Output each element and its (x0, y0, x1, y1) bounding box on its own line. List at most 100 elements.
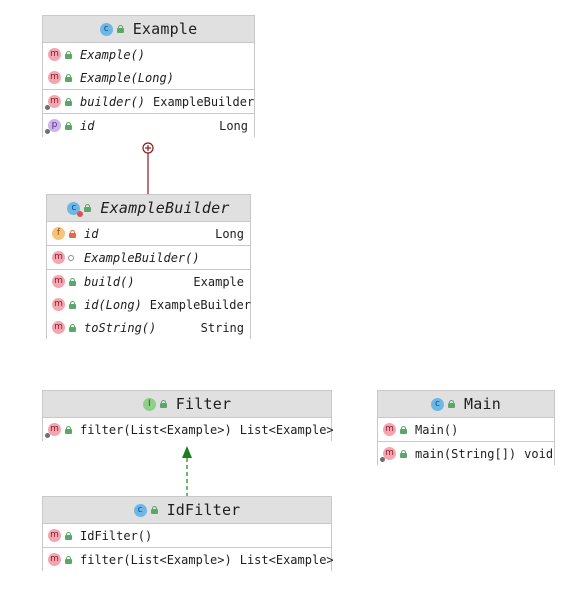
member-row[interactable]: m ExampleBuilder() (47, 246, 250, 269)
class-title: IdFilter (166, 501, 241, 519)
private-lock-icon (68, 229, 77, 238)
public-lock-icon (83, 204, 92, 212)
public-lock-icon (159, 400, 168, 408)
class-title: Main (464, 395, 501, 413)
class-main[interactable]: c Main m Main() m main(String[]) void (377, 390, 555, 465)
public-lock-icon (64, 50, 73, 59)
member-type: Long (215, 226, 244, 241)
member-name: id(Long) (84, 297, 142, 312)
member-row[interactable]: m Main() (378, 418, 554, 441)
member-row[interactable]: p id Long (43, 114, 254, 137)
class-header: c Example (43, 15, 254, 43)
member-type: ExampleBuilder (153, 94, 255, 109)
class-title: Filter (175, 395, 232, 413)
public-lock-icon (68, 277, 77, 286)
method-icon: m (48, 48, 61, 61)
member-type: List<Example> (239, 422, 334, 437)
methods-section: m filter(List<Example>) List<Example> (43, 418, 334, 441)
constructors-section: m Example() m Example(Long) (43, 43, 254, 90)
member-name: id (84, 226, 99, 241)
member-type: Example (193, 274, 244, 289)
member-row[interactable]: m toString() String (47, 316, 250, 339)
member-row[interactable]: m builder() ExampleBuilder (43, 90, 254, 113)
method-icon: m (48, 71, 61, 84)
member-name: main(String[]) (415, 446, 517, 461)
class-header: I Filter (43, 390, 331, 418)
member-name: Main() (415, 422, 459, 437)
property-icon: p (45, 119, 61, 134)
interface-icon: I (142, 397, 156, 411)
constructors-section: m IdFilter() (43, 524, 331, 548)
runnable-class-icon: c (431, 397, 445, 411)
member-type: String (200, 320, 244, 335)
class-idfilter[interactable]: c IdFilter m IdFilter() m filter(List<Ex… (42, 496, 334, 571)
member-row[interactable]: m filter(List<Example>) List<Example> (43, 418, 334, 441)
abstract-method-icon: m (45, 423, 61, 438)
method-icon: m (48, 529, 61, 542)
public-lock-icon (64, 97, 73, 106)
member-row[interactable]: f id Long (47, 222, 250, 245)
class-title: ExampleBuilder (100, 199, 230, 217)
method-icon: m (52, 251, 65, 264)
member-row[interactable]: m Example(Long) (43, 66, 254, 89)
public-lock-icon (64, 121, 73, 130)
method-icon: m (52, 321, 65, 334)
constructors-section: m ExampleBuilder() (47, 246, 250, 270)
member-name: id (80, 118, 95, 133)
method-icon: m (52, 275, 65, 288)
static-class-icon: c (67, 201, 84, 217)
method-icon: m (383, 423, 396, 436)
class-icon: c (99, 22, 113, 36)
class-icon: c (133, 503, 147, 517)
member-type: void (524, 446, 554, 461)
member-name: Example() (80, 47, 146, 62)
constructors-section: m Main() (378, 418, 554, 442)
member-row[interactable]: m IdFilter() (43, 524, 331, 547)
class-title: Example (132, 20, 198, 38)
method-icon: m (52, 298, 65, 311)
public-lock-icon (447, 400, 456, 408)
member-row[interactable]: m main(String[]) void (378, 442, 554, 465)
class-header: c ExampleBuilder (47, 194, 250, 222)
methods-section: m filter(List<Example>) List<Example> (43, 548, 334, 571)
member-name: toString() (84, 320, 157, 335)
member-name: builder() (80, 94, 146, 109)
interface-filter[interactable]: I Filter m filter(List<Example>) List<Ex… (42, 390, 334, 441)
public-lock-icon (399, 425, 408, 434)
class-header: c IdFilter (43, 496, 331, 524)
class-example[interactable]: c Example m Example() m Example(Long) m … (42, 15, 255, 137)
member-row[interactable]: m filter(List<Example>) List<Example> (43, 548, 334, 571)
member-row[interactable]: m id(Long) ExampleBuilder (47, 293, 251, 316)
static-method-icon: m (45, 95, 61, 110)
public-lock-icon (64, 73, 73, 82)
member-name: build() (84, 274, 135, 289)
member-row[interactable]: m build() Example (47, 270, 250, 293)
public-lock-icon (68, 323, 77, 332)
inner-class-connector (142, 142, 154, 194)
member-name: ExampleBuilder() (84, 250, 200, 265)
realization-arrow (182, 446, 192, 496)
class-example-builder[interactable]: c ExampleBuilder f id Long m ExampleBuil… (46, 194, 251, 339)
properties-section: p id Long (43, 114, 254, 137)
public-lock-icon (150, 506, 159, 514)
member-name: Example(Long) (80, 70, 174, 85)
member-name: filter(List<Example>) (80, 422, 232, 437)
member-row[interactable]: m Example() (43, 43, 254, 66)
member-name: IdFilter() (80, 528, 153, 543)
package-private-icon (68, 254, 74, 261)
method-icon: m (48, 553, 61, 566)
static-method-icon: m (380, 447, 396, 462)
field-icon: f (52, 227, 65, 240)
member-type: ExampleBuilder (149, 297, 251, 312)
public-lock-icon (64, 531, 73, 540)
fields-section: f id Long (47, 222, 250, 246)
public-lock-icon (64, 555, 73, 564)
public-lock-icon (116, 25, 125, 33)
member-name: filter(List<Example>) (80, 552, 232, 567)
public-lock-icon (68, 300, 77, 309)
methods-section: m build() Example m id(Long) ExampleBuil… (47, 270, 251, 339)
class-header: c Main (378, 390, 554, 418)
methods-section: m builder() ExampleBuilder (43, 90, 254, 114)
member-type: Long (219, 118, 248, 133)
